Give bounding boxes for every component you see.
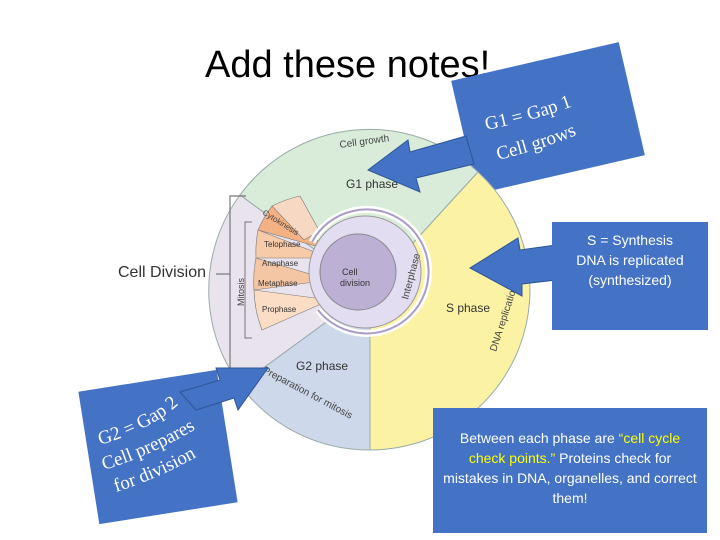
cell-cycle-wheel [208, 128, 531, 451]
s-sector [369, 171, 531, 451]
s-callout-line1: S = Synthesis [587, 232, 673, 248]
s-callout-line2: DNA is replicated [576, 252, 684, 268]
s-phase-callout: S = Synthesis DNA is replicated (synthes… [552, 222, 708, 330]
slide-title: Add these notes! [205, 44, 491, 86]
center-circle [319, 233, 397, 311]
g1-pointer-arrow [367, 135, 475, 193]
s-callout-line3: (synthesized) [588, 272, 672, 288]
checkpoints-callout: Between each phase are “cell cycle check… [433, 408, 707, 533]
mitosis-label: Mitosis [236, 277, 246, 306]
anaphase-label: Anaphase [262, 259, 299, 268]
prophase-band [253, 289, 332, 331]
checkpoints-text-before: Between each phase are [459, 430, 619, 446]
cell-division-label: Cell Division [118, 264, 206, 281]
g2-pointer-arrow [179, 367, 269, 412]
metaphase-label: Metaphase [258, 279, 298, 288]
cell-division-center-label-1: Cell [342, 267, 358, 277]
s-pointer-arrow [469, 237, 557, 297]
cell-division-center-label-2: division [340, 278, 370, 288]
g2-phase-label: G2 phase [296, 359, 348, 373]
telophase-label: Telophase [264, 240, 301, 249]
s-phase-label: S phase [446, 301, 490, 315]
checkpoints-highlight: “cell cycle check points.” [468, 430, 681, 466]
checkpoints-text-after: Proteins check for mistakes in DNA, orga… [443, 450, 697, 506]
prophase-label: Prophase [262, 305, 297, 314]
g1-phase-label: G1 phase [346, 177, 398, 191]
